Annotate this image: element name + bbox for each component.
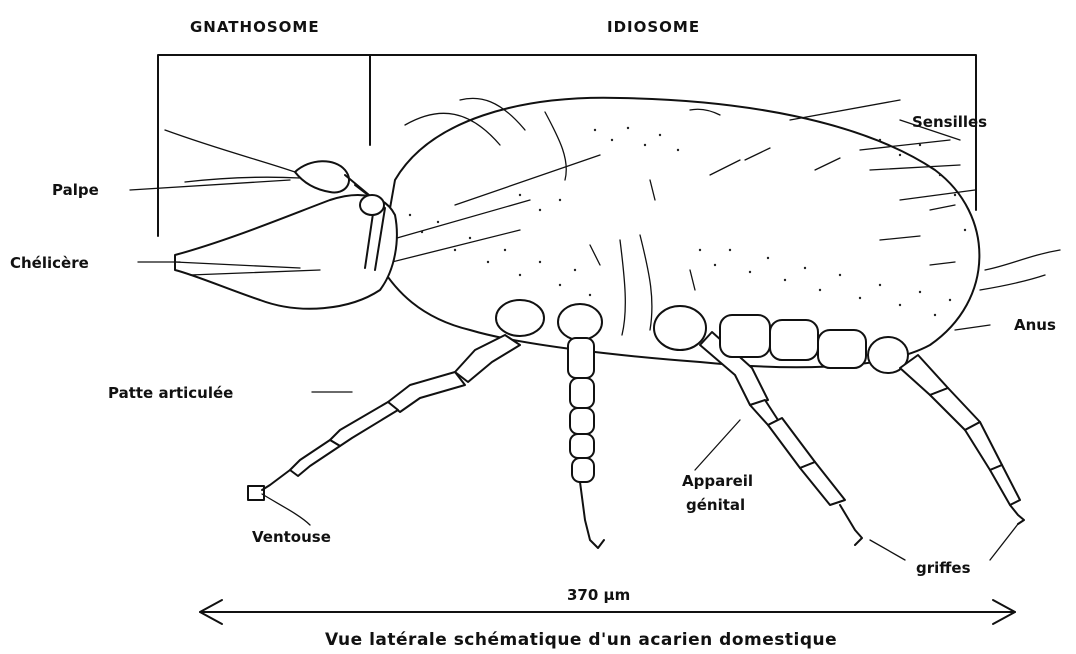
appareil-leader	[695, 420, 740, 470]
label-griffes: griffes	[916, 559, 971, 577]
label-appareil: Appareil	[682, 472, 753, 490]
ventouse-leader	[262, 494, 310, 525]
label-chelicere: Chélicère	[10, 254, 89, 272]
label-genital: génital	[686, 496, 745, 514]
idiosome-header: IDIOSOME	[607, 18, 700, 36]
anus-leader	[955, 325, 990, 330]
label-patte-articulee: Patte articulée	[108, 384, 233, 402]
label-palpe: Palpe	[52, 181, 99, 199]
palpe-leader	[130, 180, 290, 190]
gnathosome-mouthparts	[165, 130, 397, 309]
label-anus: Anus	[1014, 316, 1056, 334]
scale-label: 370 µm	[567, 586, 630, 604]
griffes-leader-2	[990, 524, 1018, 560]
griffes-leader-1	[870, 540, 905, 560]
figure-caption: Vue latérale schématique d'un acarien do…	[325, 630, 837, 650]
gnathosome-header: GNATHOSOME	[190, 18, 320, 36]
label-sensilles: Sensilles	[912, 113, 987, 131]
label-ventouse: Ventouse	[252, 528, 331, 546]
